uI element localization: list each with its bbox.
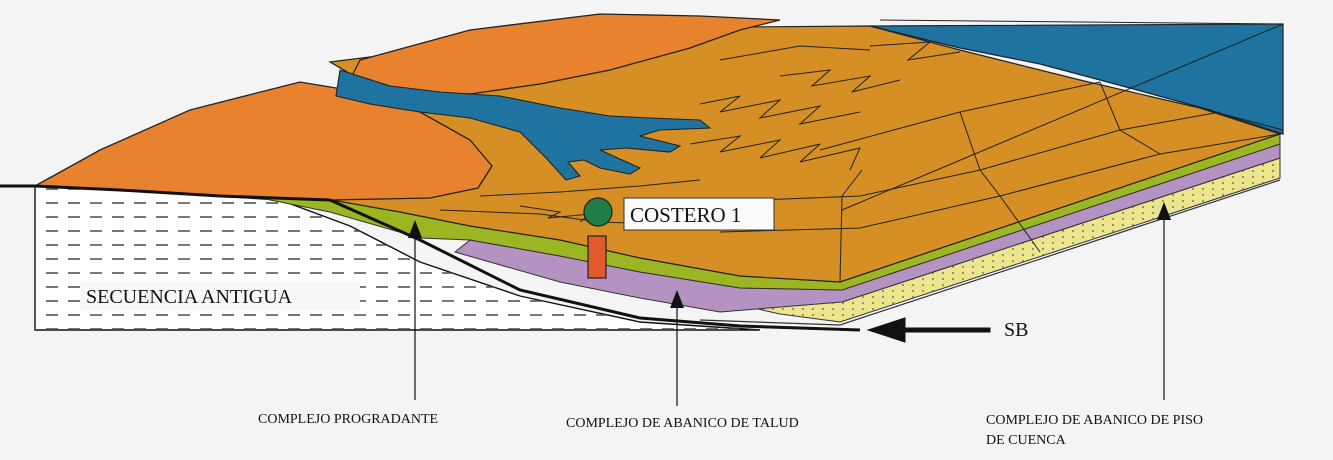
- ocean-surface: [869, 23, 1284, 135]
- basin-floor-fan-arrowhead: [1157, 202, 1171, 220]
- slope-fan-label: COMPLEJO DE ABANICO DE TALUD: [566, 416, 799, 431]
- sequence-boundary-line: [329, 198, 861, 332]
- well-label: COSTERO 1: [630, 203, 741, 227]
- basin-floor-fan-lower-edge: [699, 179, 1281, 326]
- basin-floor-fan-label-line1: COMPLEJO DE ABANICO DE PISO: [986, 413, 1203, 428]
- well-label-box: [623, 197, 775, 231]
- sb-arrow: [866, 317, 991, 343]
- river-channel: [335, 69, 712, 181]
- prograding-complex-label: COMPLEJO PROGRADANTE: [258, 412, 438, 427]
- old-sequence-label-bg: [80, 282, 360, 310]
- sb-label: SB: [1004, 319, 1028, 341]
- slope-fan-arrowhead: [670, 290, 684, 308]
- basin-floor-fan-dots: [600, 158, 1280, 322]
- old-sequence-label: SECUENCIA ANTIGUA: [86, 286, 293, 308]
- basin-floor-fan-label-line2: DE CUENCA: [986, 433, 1067, 448]
- ground-surface-edge: [0, 184, 331, 202]
- well-costero-1-shaft: [587, 235, 607, 279]
- prograding-complex-arrowhead: [408, 220, 422, 238]
- well-costero-1-head: [583, 197, 613, 227]
